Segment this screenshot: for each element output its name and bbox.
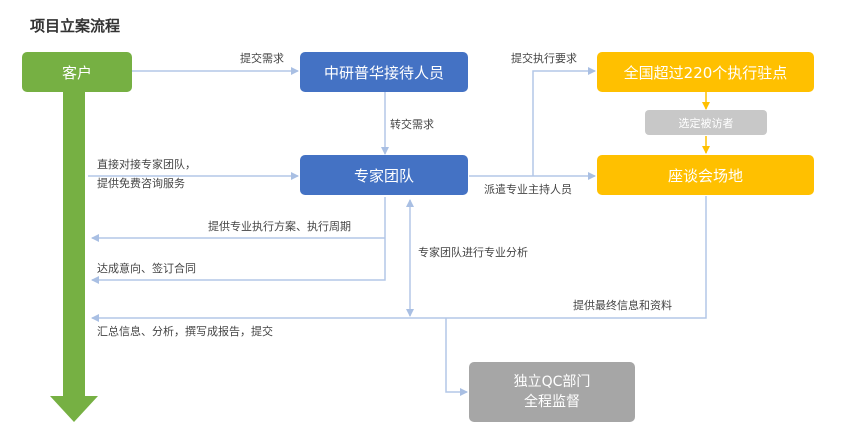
expert-team-node: 专家团队 [300, 155, 468, 195]
label-direct-line-1: 直接对接专家团队， [97, 158, 196, 171]
execution-points-node: 全国超过220个执行驻点 [597, 52, 814, 92]
label-submit-exec-request: 提交执行要求 [511, 52, 577, 65]
page-title: 项目立案流程 [30, 17, 121, 35]
qc-line-1: 独立QC部门 [513, 374, 591, 390]
label-direct-line-2: 提供免费咨询服务 [97, 177, 185, 190]
reception-node: 中研普华接待人员 [300, 52, 468, 92]
label-dispatch-host: 派遣专业主持人员 [484, 183, 572, 196]
select-interviewee-node: 选定被访者 [645, 110, 767, 135]
qc-line-2: 全程监督 [524, 394, 580, 410]
venue-node: 座谈会场地 [597, 155, 814, 195]
client-node: 客户 [22, 52, 132, 92]
client-timeline-arrow [50, 91, 98, 422]
qc-department-node: 独立QC部门 全程监督 [469, 362, 635, 422]
label-summarize: 汇总信息、分析，撰写成报告，提交 [97, 325, 273, 338]
label-provide-plan: 提供专业执行方案、执行周期 [208, 220, 351, 233]
label-provide-final: 提供最终信息和资料 [573, 299, 672, 312]
label-submit-request: 提交需求 [240, 52, 284, 65]
label-expert-analysis: 专家团队进行专业分析 [418, 246, 528, 259]
label-reach-contract: 达成意向、签订合同 [97, 262, 196, 275]
label-forward-request: 转交需求 [390, 118, 434, 131]
